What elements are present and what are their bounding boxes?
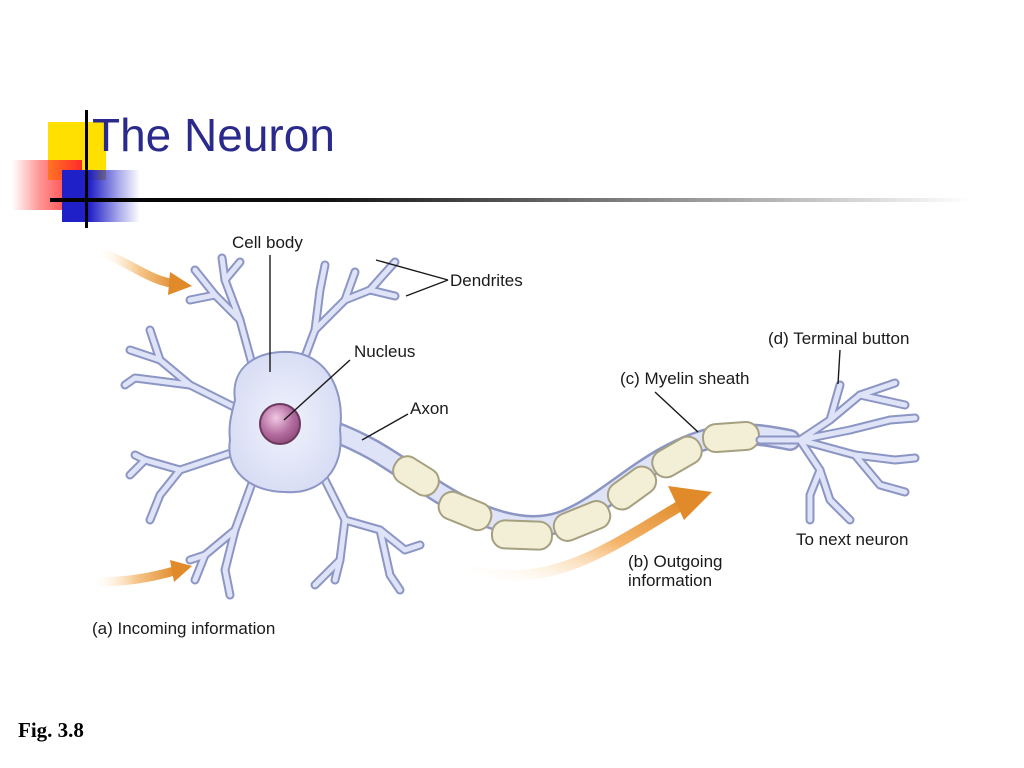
label-outgoing-line2: information <box>628 571 712 590</box>
label-myelin-sheath: (c) Myelin sheath <box>620 369 749 388</box>
label-to-next-neuron: To next neuron <box>796 530 908 549</box>
slide-title: The Neuron <box>92 109 335 161</box>
decor-blue-bar <box>62 170 140 222</box>
myelin-sheath <box>392 420 761 551</box>
outgoing-arrow <box>469 486 712 582</box>
incoming-arrow-top <box>95 247 183 289</box>
myelin-segment <box>701 420 761 454</box>
label-outgoing-line1: (b) Outgoing <box>628 552 723 571</box>
incoming-arrowhead-bottom <box>170 560 192 582</box>
leader-nucleus <box>283 359 351 421</box>
incoming-arrowhead-top <box>168 272 192 295</box>
label-terminal-button: (d) Terminal button <box>768 329 909 348</box>
leader-terminal <box>837 349 841 385</box>
myelin-segment <box>606 465 658 511</box>
figure-label: Fig. 3.8 <box>18 718 84 742</box>
leader-axon <box>361 413 409 441</box>
myelin-segment <box>392 455 440 497</box>
label-incoming-information: (a) Incoming information <box>92 619 275 638</box>
incoming-arrow-bottom <box>90 565 183 587</box>
label-dendrites: Dendrites <box>450 271 523 290</box>
myelin-segment <box>490 519 554 551</box>
incoming-arrows <box>90 247 192 587</box>
label-axon: Axon <box>410 399 449 418</box>
leader-myelin <box>654 391 699 433</box>
myelin-segment <box>552 500 612 542</box>
leader-dendrites-1 <box>375 259 449 281</box>
label-nucleus: Nucleus <box>354 342 415 361</box>
leader-lines <box>269 255 841 441</box>
myelin-segment <box>651 435 703 479</box>
title-underline <box>50 198 970 202</box>
decor-vertical-line <box>85 110 88 228</box>
axon-terminal <box>755 378 920 525</box>
leader-dendrites-2 <box>405 279 449 297</box>
myelin-segment <box>437 490 493 532</box>
label-cell-body: Cell body <box>232 233 303 252</box>
dendrite-branches <box>120 253 425 600</box>
